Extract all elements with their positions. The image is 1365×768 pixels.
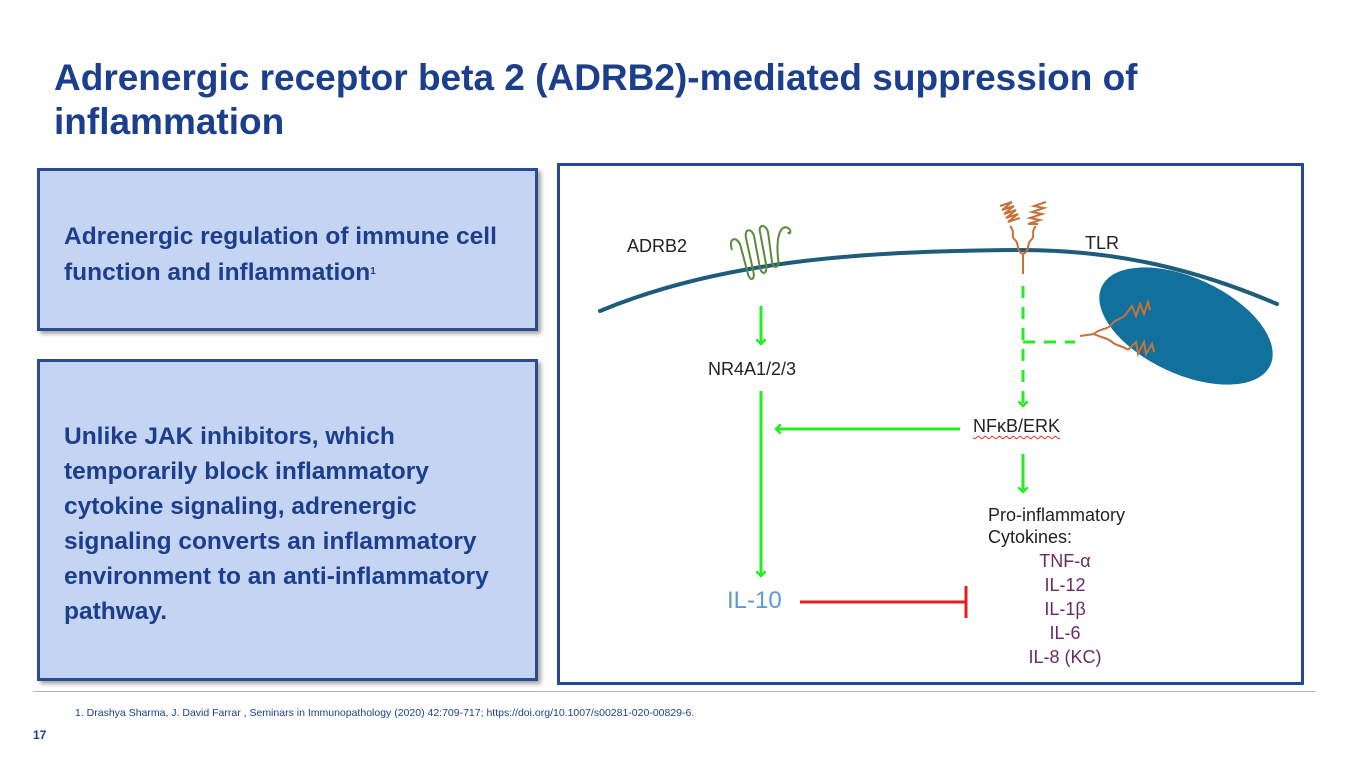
- nfkb-erk-label: NFκB/ERK: [973, 416, 1061, 436]
- regulation-card: Adrenergic regulation of immune cell fun…: [37, 168, 538, 331]
- cytokine-item: TNF-α: [1039, 551, 1091, 571]
- page-number: 17: [33, 728, 47, 742]
- jak-comparison-card: Unlike JAK inhibitors, which temporarily…: [37, 359, 538, 681]
- cytokine-item: IL-8 (KC): [1028, 647, 1102, 667]
- adrb2-receptor-icon: [730, 225, 792, 280]
- adrb2-label: ADRB2: [627, 236, 688, 256]
- pathway-diagram: ADRB2 TLR NR4A1/2/3 NFκB/ERK Pro-inflamm…: [557, 163, 1304, 685]
- citation-footnote: 1. Drashya Sharma, J. David Farrar , Sem…: [75, 707, 695, 719]
- cytokines-heading: Cytokines:: [988, 527, 1073, 547]
- footer-divider: [33, 691, 1316, 692]
- pathway-svg: [598, 201, 1279, 618]
- slide-title: Adrenergic receptor beta 2 (ADRB2)-media…: [54, 57, 1138, 142]
- pro-inflammatory-label: Pro-inflammatory Cytokines:: [988, 504, 1125, 548]
- tlr-receptor-icon: [999, 201, 1048, 274]
- tlr-label: TLR: [1085, 233, 1120, 253]
- endosomal-tlr-icon: [1079, 298, 1155, 358]
- footnote-reference: 1: [370, 266, 376, 277]
- cell-body: [1099, 267, 1273, 385]
- cytokine-item: IL-6: [1049, 623, 1081, 643]
- nr4a-label: NR4A1/2/3: [708, 359, 797, 379]
- cytokine-list: TNF-α IL-12 IL-1β IL-6 IL-8 (KC): [1000, 549, 1130, 669]
- pro-inflammatory-text: Pro-inflammatory: [988, 505, 1126, 525]
- jak-comparison-text: Unlike JAK inhibitors, which temporarily…: [64, 423, 489, 625]
- cytokine-item: IL-1β: [1044, 599, 1086, 619]
- cell-membrane: [598, 247, 1279, 313]
- regulation-card-label: Adrenergic regulation of immune cell fun…: [64, 223, 497, 286]
- regulation-card-text: Adrenergic regulation of immune cell fun…: [64, 219, 535, 290]
- cytokine-item: IL-12: [1044, 575, 1086, 595]
- il10-label: IL-10: [727, 587, 782, 614]
